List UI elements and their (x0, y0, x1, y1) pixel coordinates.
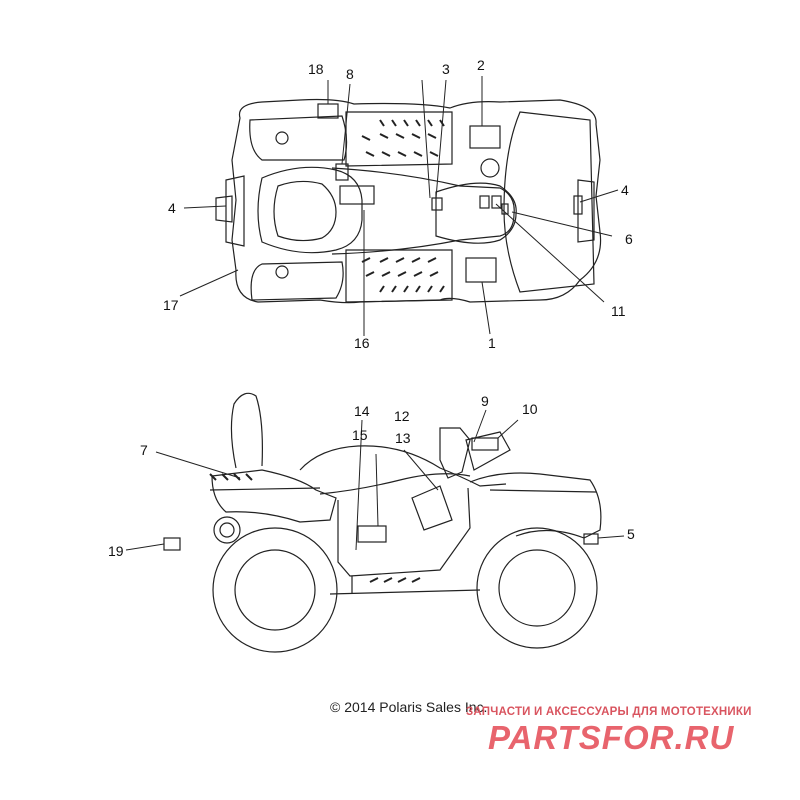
callout-2: 2 (477, 57, 485, 73)
callout-10: 10 (522, 401, 538, 417)
callout-7: 7 (140, 442, 148, 458)
callout-labels: 18 8 3 2 4 4 6 11 1 16 17 14 12 9 10 15 … (108, 57, 635, 559)
leader-lines (125, 76, 625, 551)
callout-4-right: 4 (621, 182, 629, 198)
callout-19: 19 (108, 543, 124, 559)
callout-8: 8 (346, 66, 354, 82)
copyright-notice: © 2014 Polaris Sales Inc. (330, 699, 488, 715)
callout-6: 6 (625, 231, 633, 247)
callout-14: 14 (354, 403, 370, 419)
side-view-stripes (209, 473, 421, 583)
callout-11: 11 (611, 303, 626, 319)
top-view-atv (215, 98, 602, 304)
callout-18: 18 (308, 61, 324, 77)
watermark-logo: PARTSFOR.RU (488, 719, 735, 756)
callout-5: 5 (627, 526, 635, 542)
callout-3: 3 (442, 61, 450, 77)
watermark-tagline: ЗАПЧАСТИ И АКСЕССУАРЫ ДЛЯ МОТОТЕХНИКИ (466, 706, 752, 718)
side-view-atv (163, 392, 602, 653)
callout-12: 12 (394, 408, 410, 424)
callout-4-left: 4 (168, 200, 176, 216)
callout-9: 9 (481, 393, 489, 409)
callout-15: 15 (352, 427, 368, 443)
top-view-tread-pattern (361, 119, 445, 293)
callout-16: 16 (354, 335, 370, 351)
callout-13: 13 (395, 430, 411, 446)
callout-1: 1 (488, 335, 496, 351)
callout-17: 17 (163, 297, 179, 313)
